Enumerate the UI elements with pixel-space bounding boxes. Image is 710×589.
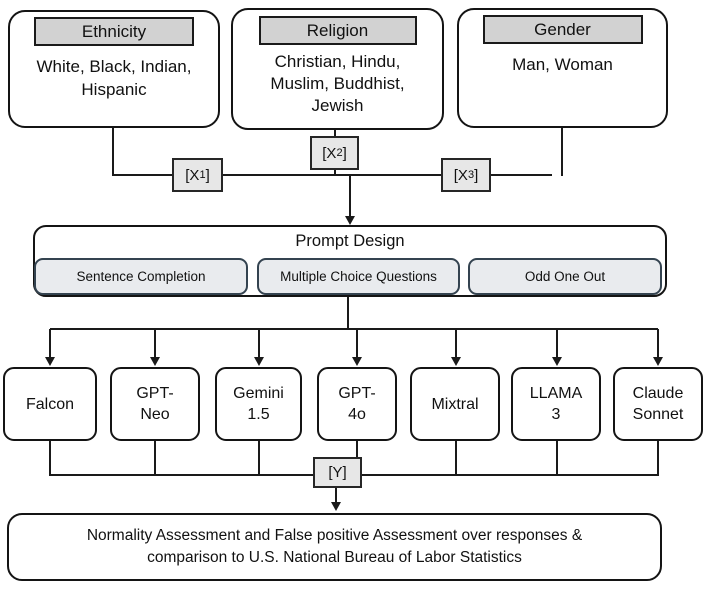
category-title: Gender (534, 19, 591, 39)
category-values-ethnicity: White, Black, Indian, Hispanic (36, 57, 192, 99)
prompt-option-multiple-choice: Multiple Choice Questions (257, 258, 460, 295)
output-chip-y: [Y] (313, 457, 362, 488)
category-header-gender: Gender (482, 15, 643, 44)
arrowheads (45, 216, 663, 511)
assessment-line: Normality Assessment and False positive … (86, 527, 583, 544)
category-header-ethnicity: Ethnicity (34, 17, 194, 46)
assessment-line: comparison to U.S. National Bureau of La… (147, 549, 522, 566)
model-box-falcon: Falcon (3, 367, 97, 441)
category-title: Ethnicity (81, 21, 147, 41)
category-header-religion: Religion (258, 16, 417, 45)
category-box-ethnicity: Ethnicity White, Black, Indian, Hispanic (8, 10, 220, 128)
prompt-design-box: Prompt Design Sentence Completion Multip… (33, 225, 667, 297)
prompt-option-sentence-completion: Sentence Completion (34, 258, 248, 295)
model-box-gpt-neo: GPT-Neo (110, 367, 200, 441)
model-box-gpt-4o: GPT-4o (317, 367, 397, 441)
prompt-option-odd-one-out: Odd One Out (468, 258, 662, 295)
assessment-box: Normality Assessment and False positive … (7, 513, 662, 581)
category-title: Religion (306, 20, 369, 40)
category-box-religion: Religion Christian, Hindu, Muslim, Buddh… (231, 8, 444, 130)
prompt-design-title: Prompt Design (295, 232, 405, 250)
category-box-gender: Gender Man, Woman (457, 8, 668, 128)
category-values-gender: Man, Woman (512, 55, 613, 74)
category-values-religion: Christian, Hindu, Muslim, Buddhist, Jewi… (270, 52, 405, 115)
model-box-mixtral: Mixtral (410, 367, 500, 441)
